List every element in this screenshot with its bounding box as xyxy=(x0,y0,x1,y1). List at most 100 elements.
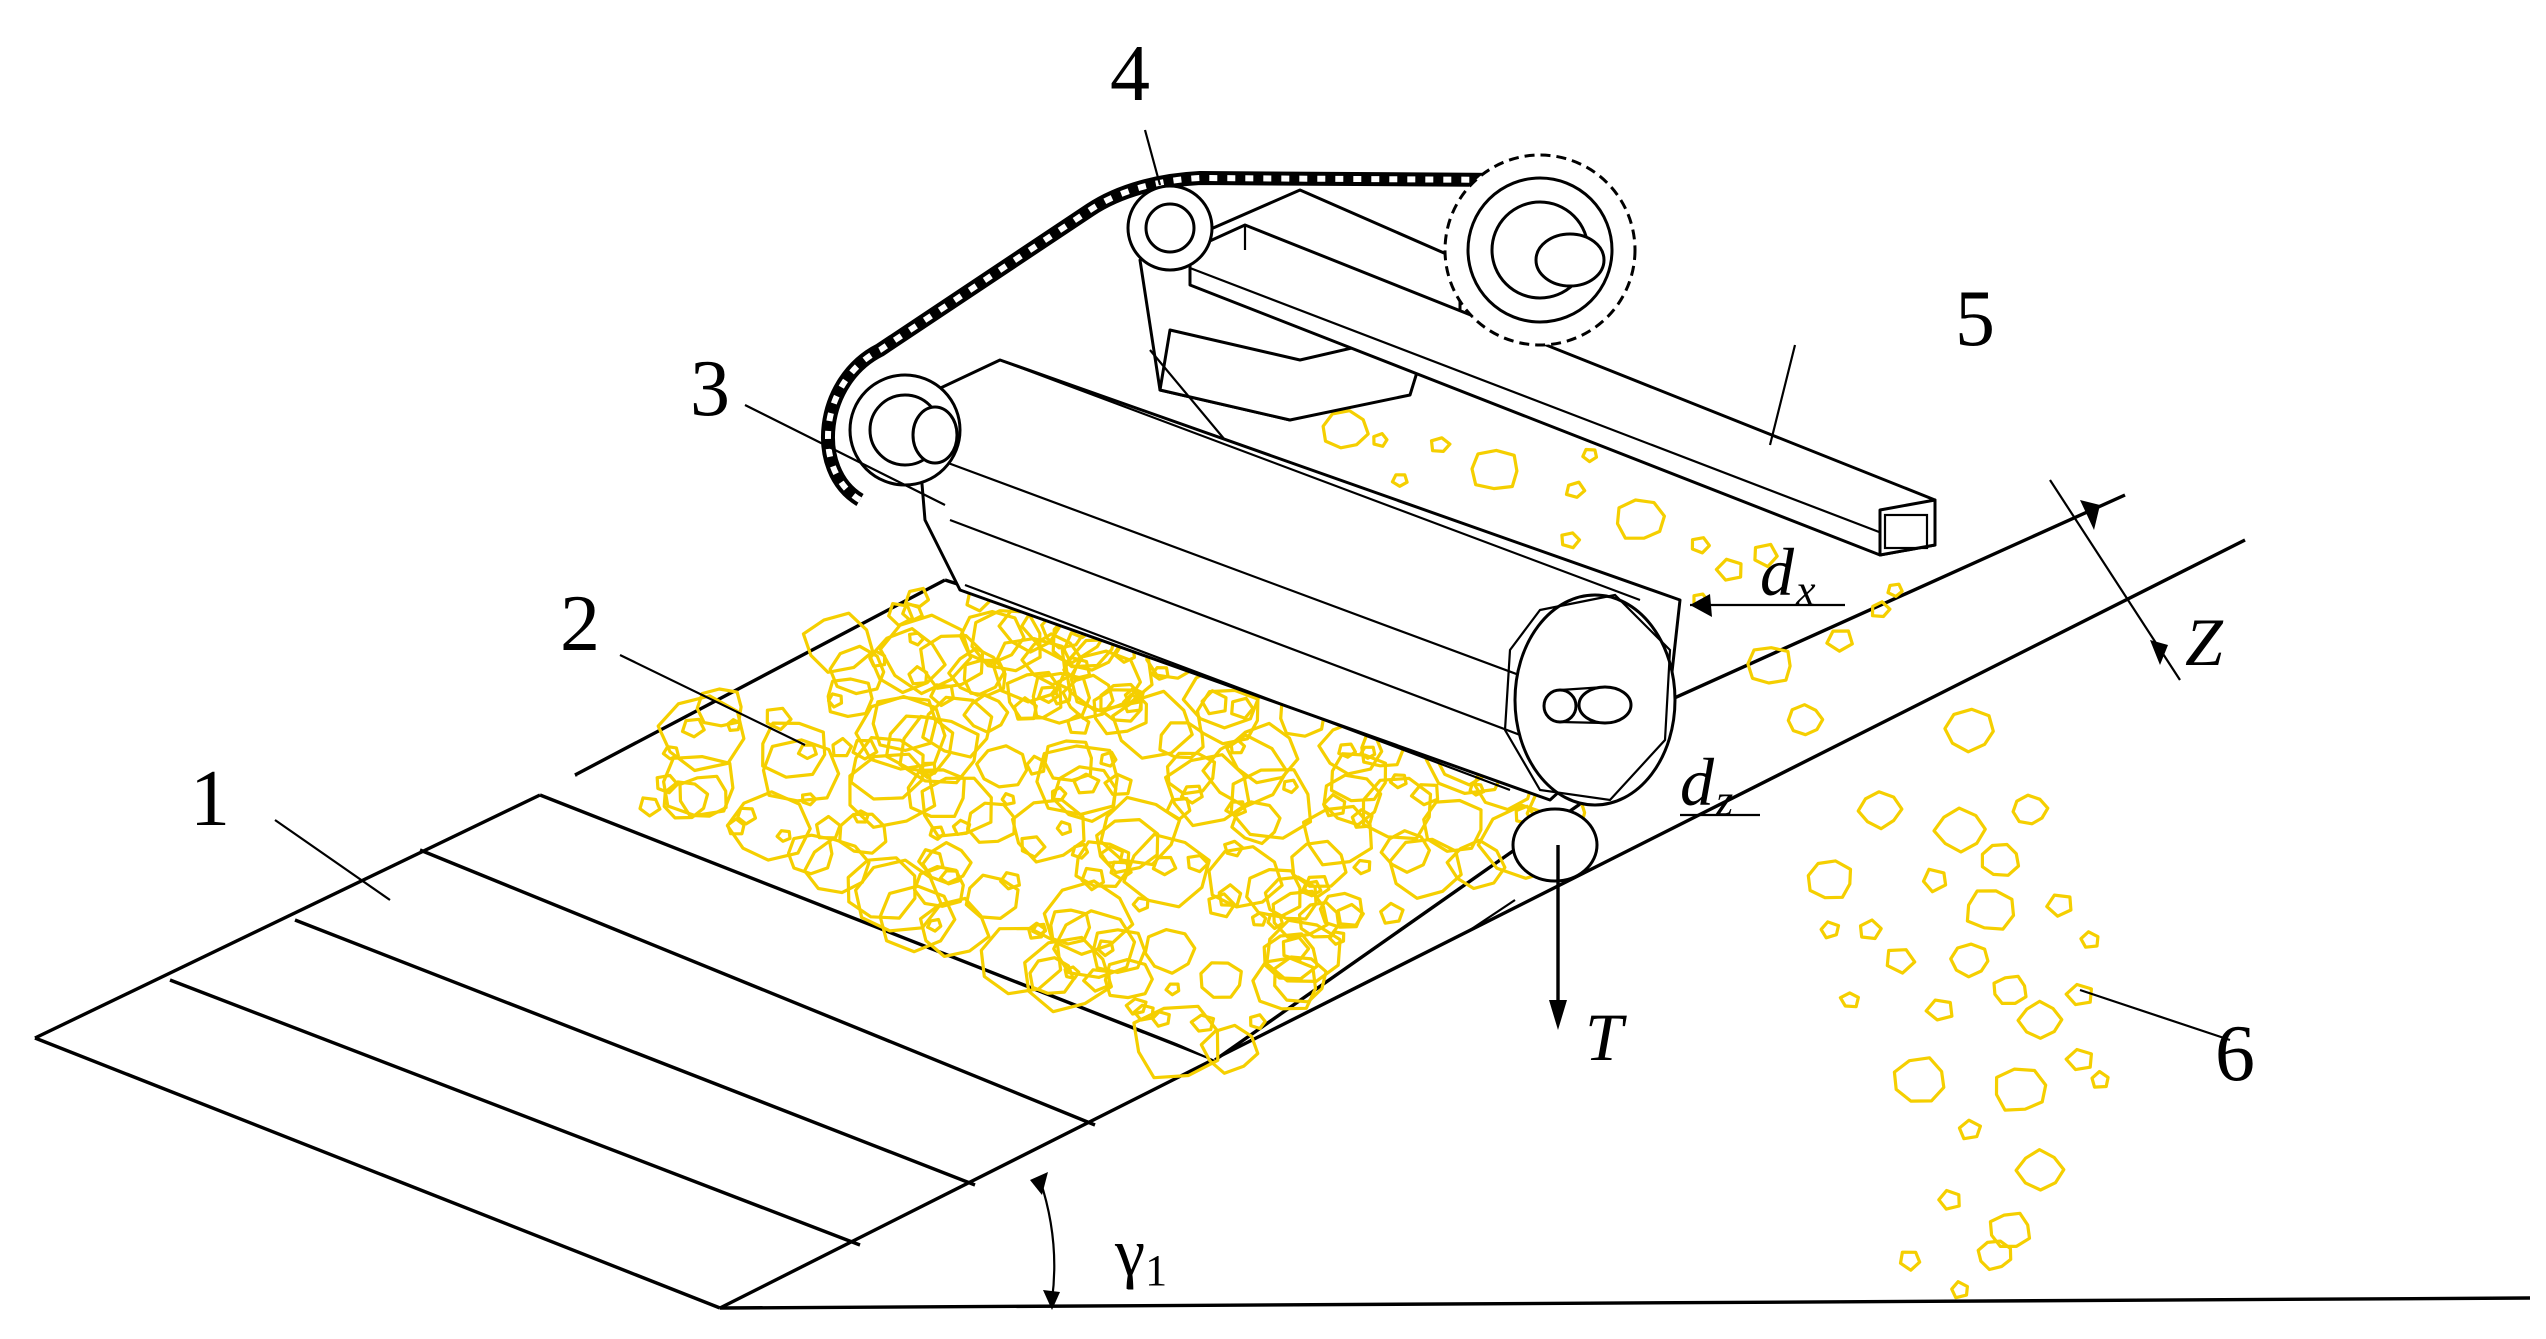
symbol-dx: dx xyxy=(1760,534,1816,615)
grain-particle xyxy=(761,721,827,779)
grain-particle xyxy=(1131,896,1150,913)
grain-particle xyxy=(1359,745,1377,760)
grain-particle xyxy=(1379,901,1405,925)
grain-particle xyxy=(1049,908,1092,946)
grain-particle xyxy=(1124,997,1148,1016)
grain-particle xyxy=(1020,835,1047,859)
square-tube xyxy=(1188,223,1937,557)
grain-particle xyxy=(992,636,1067,704)
grain-particle xyxy=(1870,600,1892,619)
grain-particle xyxy=(1195,688,1260,746)
grain-particle xyxy=(1932,806,1987,854)
grain-particle xyxy=(851,738,879,761)
grain-particle xyxy=(1201,733,1289,809)
scattered-grains xyxy=(1321,409,1904,737)
grain-particle xyxy=(1950,1280,1970,1300)
grain-particle xyxy=(1965,889,2016,931)
grain-particle xyxy=(901,602,924,623)
grain-particle xyxy=(1943,707,1995,754)
grain-particle xyxy=(1109,860,1133,881)
grain-particle xyxy=(1328,930,1346,946)
grain-particle xyxy=(1111,689,1194,760)
grain-particle xyxy=(846,856,917,920)
grain-particle xyxy=(1282,778,1299,795)
grain-particle xyxy=(1819,920,1841,940)
grain-particle xyxy=(1050,682,1073,706)
small-pulley xyxy=(1126,184,1214,272)
symbol-dx-sub: x xyxy=(1795,566,1816,615)
sprocket-wheel xyxy=(1443,153,1637,347)
grain-particle xyxy=(999,871,1022,891)
grain-particle xyxy=(887,601,915,628)
grain-particle xyxy=(1091,928,1147,975)
grain-particle xyxy=(1806,859,1853,900)
grain-particle xyxy=(1207,892,1237,919)
grain-particle xyxy=(1350,808,1374,829)
grain-particle xyxy=(680,717,706,739)
grain-particle xyxy=(1150,1010,1171,1028)
grain-particle xyxy=(947,646,1007,697)
grain-particle xyxy=(826,677,874,719)
grain-particle xyxy=(962,693,1010,734)
grain-particle xyxy=(801,611,875,674)
grain-particle xyxy=(853,858,943,933)
grain-particle xyxy=(1099,795,1182,867)
grain-particle xyxy=(1229,768,1313,840)
grain-particle xyxy=(1318,891,1364,929)
grain-particle xyxy=(1043,739,1094,783)
symbol-gamma-sub: 1 xyxy=(1145,1246,1167,1295)
grain-particle xyxy=(2014,1147,2066,1192)
grain-particle xyxy=(1164,982,1181,997)
grain-particle xyxy=(1095,817,1160,875)
grain-particle xyxy=(2079,930,2100,949)
grain-particle xyxy=(1158,721,1205,760)
grain-particle xyxy=(1825,629,1854,653)
symbol-dx-main: d xyxy=(1760,534,1795,610)
symbol-dz-main: d xyxy=(1680,744,1715,820)
grain-particle xyxy=(725,790,812,862)
grain-particle xyxy=(929,683,956,708)
grain-particle xyxy=(1027,921,1047,940)
grain-particle xyxy=(1099,750,1118,768)
grain-particle xyxy=(2090,1069,2110,1089)
grain-particle xyxy=(1992,974,2028,1006)
grain-particle xyxy=(775,829,792,843)
grain-particle xyxy=(1470,448,1519,491)
grain-particle xyxy=(1248,1013,1267,1031)
grain-particle xyxy=(1020,632,1084,687)
grain-particle xyxy=(1250,911,1268,927)
grain-particle xyxy=(1321,409,1370,450)
grain-particle xyxy=(1092,688,1149,736)
grain-particle xyxy=(1379,829,1432,874)
grain-particle xyxy=(1036,685,1060,705)
grain-particle xyxy=(1445,838,1507,891)
grain-particle xyxy=(656,694,746,773)
grain-particle xyxy=(1251,956,1318,1011)
grain-particle xyxy=(1165,751,1217,796)
grain-particle xyxy=(1122,832,1211,909)
symbol-dz: dz xyxy=(1680,744,1733,825)
grain-particle xyxy=(1266,912,1285,931)
grain-particle xyxy=(921,840,973,885)
grain-particle xyxy=(661,754,735,818)
grain-particle xyxy=(1230,800,1282,846)
grain-particle xyxy=(796,743,818,761)
grain-particle xyxy=(1012,696,1038,721)
grain-particle xyxy=(1199,961,1243,999)
grain-particle xyxy=(938,869,961,886)
grain-particle xyxy=(1957,1118,1983,1141)
grain-particle xyxy=(1690,536,1712,555)
grain-particle xyxy=(2064,1047,2093,1072)
grain-particle xyxy=(1337,742,1358,759)
grain-particle xyxy=(1921,867,1948,894)
grain-particle xyxy=(1856,790,1904,831)
grain-particle xyxy=(918,896,991,959)
grain-particle xyxy=(1302,874,1331,899)
grain-particle xyxy=(2064,982,2093,1007)
grain-particle xyxy=(1336,902,1365,927)
grain-particle xyxy=(1028,956,1076,995)
grain-particle xyxy=(871,695,938,753)
grain-particle xyxy=(1297,900,1341,939)
grain-particle xyxy=(1262,932,1319,981)
